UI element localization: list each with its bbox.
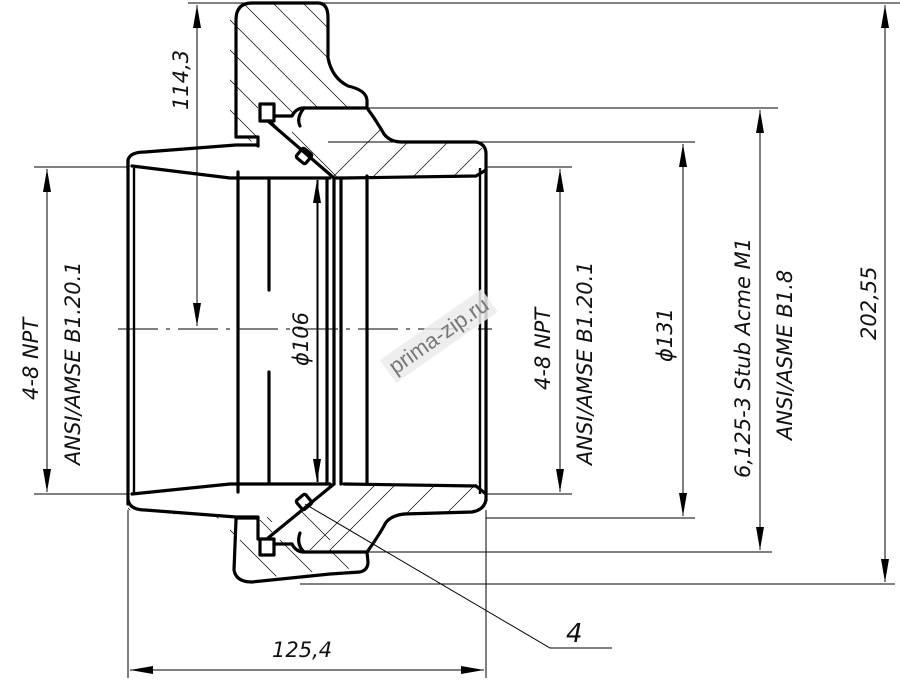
nut-thread-size-label: 6,125-3 Stub Acme M1 [731, 238, 755, 478]
left-thread-standard-label: ANSI/AMSE B1.20.1 [61, 261, 85, 467]
dimension-labels: 114,3 4-8 NPT ANSI/AMSE B1.20.1 ϕ106 4-8… [19, 50, 881, 662]
overall-height-label: 202,55 [857, 267, 881, 340]
flange-height-label: 114,3 [169, 50, 193, 110]
dimension-lines [43, 5, 889, 674]
left-thread-size-label: 4-8 NPT [19, 316, 43, 400]
overall-length-label: 125,4 [272, 638, 332, 662]
outer-diameter-label: ϕ131 [653, 308, 677, 362]
nut-thread-standard-label: ANSI/ASME B1.8 [773, 270, 797, 442]
part-outline [126, 1, 488, 584]
bore-diameter-label: ϕ106 [289, 312, 313, 366]
extension-lines [34, 2, 900, 678]
right-thread-size-label: 4-8 NPT [531, 306, 555, 390]
right-thread-standard-label: ANSI/AMSE B1.20.1 [573, 261, 597, 467]
seal-item-callout: 4 [566, 619, 583, 649]
